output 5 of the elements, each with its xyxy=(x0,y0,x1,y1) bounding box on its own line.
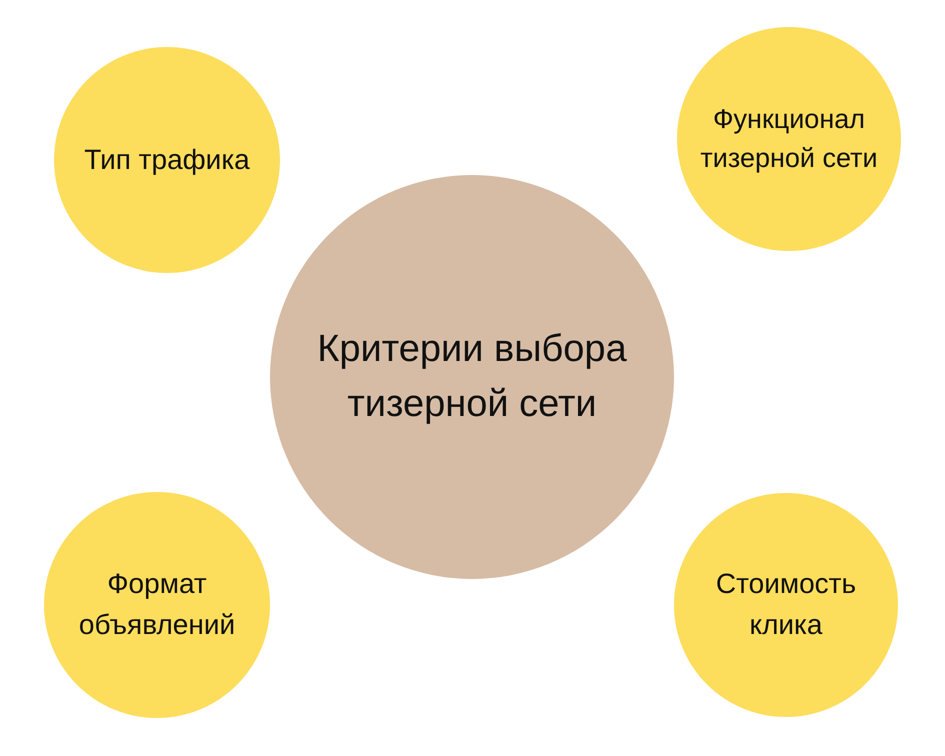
central-topic-label: Критерии выбора тизерной сети xyxy=(316,326,628,427)
criterion-label: Формат объявлений xyxy=(78,567,236,642)
criterion-label: Стоимость клика xyxy=(714,567,858,642)
criterion-label: Тип трафика xyxy=(83,142,251,177)
criterion-label: Функционал тизерной сети xyxy=(699,102,879,175)
